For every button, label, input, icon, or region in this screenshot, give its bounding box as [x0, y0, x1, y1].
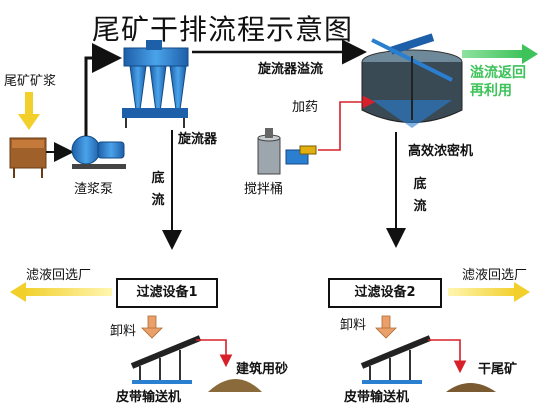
- slurry-pump: [71, 135, 126, 169]
- arrow-tailings-output: [428, 339, 467, 374]
- label-discharge-right: 卸料: [340, 318, 367, 333]
- label-overflow-reuse-line2: 再利用: [470, 83, 512, 99]
- label-underflow-right-2: 流: [413, 199, 427, 214]
- slurry-input-arrow: [18, 92, 40, 130]
- label-overflow-reuse: 溢流返回 再利用: [470, 64, 526, 100]
- thickener-tank: [361, 33, 463, 128]
- label-overflow-reuse-line1: 溢流返回: [470, 65, 526, 81]
- tailings-tank: [9, 137, 47, 178]
- label-thickener: 高效浓密机: [408, 144, 474, 159]
- discharge-arrow-left: [141, 315, 163, 339]
- label-belt-conveyor-left: 皮带输送机: [116, 390, 182, 405]
- overflow-return-arrow: [462, 44, 538, 64]
- label-add-reagent: 加药: [292, 100, 319, 115]
- belt-conveyor-right: [360, 335, 432, 384]
- hydrocyclone-unit: [122, 40, 189, 128]
- label-underflow-right-1: 底: [413, 177, 427, 192]
- discharge-arrow-right: [375, 315, 397, 339]
- label-belt-conveyor-right: 皮带输送机: [344, 390, 410, 405]
- filtrate-return-arrow-right: [448, 282, 530, 302]
- arrow-sand-output: [196, 339, 233, 368]
- dry-tailings-pile: [446, 383, 496, 392]
- label-construction-sand: 建筑用砂: [236, 362, 289, 377]
- label-filtrate-return-right: 滤液回选厂: [462, 268, 528, 283]
- filter-equipment-2: 过滤设备2: [328, 278, 442, 308]
- label-underflow-left-1: 底: [151, 171, 165, 186]
- label-cyclone-overflow: 旋流器溢流: [258, 62, 324, 77]
- label-underflow-left: 底 流: [150, 168, 166, 212]
- label-hydrocyclone: 旋流器: [178, 132, 218, 147]
- arrow-pump-to-cyclone: [84, 43, 122, 136]
- stirring-tank: [257, 128, 317, 175]
- label-underflow-right: 底 流: [412, 174, 428, 218]
- label-filtrate-return-left: 滤液回选厂: [26, 268, 92, 283]
- filter-equipment-1: 过滤设备1: [116, 278, 218, 308]
- arrow-reagent-dosing: [318, 95, 376, 151]
- belt-conveyor-left: [130, 335, 202, 384]
- label-underflow-left-2: 流: [151, 193, 165, 208]
- sand-pile: [208, 379, 262, 392]
- filtrate-return-arrow-left: [10, 282, 112, 302]
- label-dry-tailings: 干尾矿: [478, 362, 518, 377]
- diagram-title: 尾矿干排流程示意图: [92, 13, 354, 46]
- label-tailings-slurry: 尾矿矿浆: [4, 74, 57, 89]
- label-stirring-tank: 搅拌桶: [244, 182, 284, 197]
- label-discharge-left: 卸料: [110, 324, 137, 339]
- label-slurry-pump: 渣浆泵: [74, 182, 114, 197]
